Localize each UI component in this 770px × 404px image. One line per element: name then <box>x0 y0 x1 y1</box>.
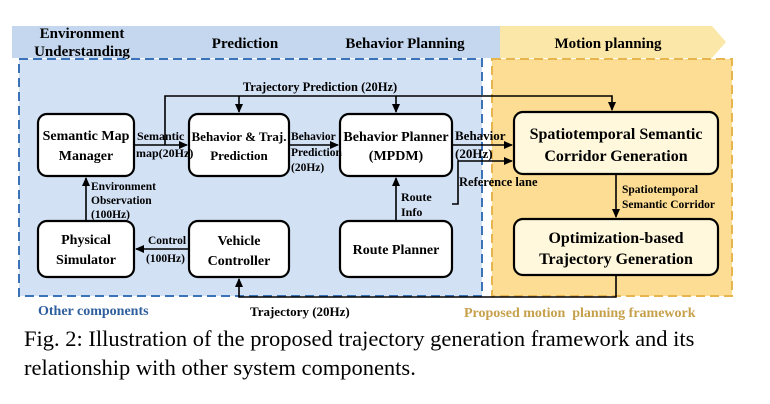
header-behavior-planning: Behavior Planning <box>345 36 465 52</box>
block-route-planner: Route Planner <box>338 219 454 279</box>
framework-label: Proposed motion planning framework <box>464 306 696 321</box>
label-trajectory: Trajectory (20Hz) <box>250 304 350 319</box>
vehicle-controller-line1: Vehicle <box>217 234 260 249</box>
block-optimization: Optimization-based Trajectory Generation <box>512 217 720 277</box>
block-vehicle-controller: Vehicle Controller <box>187 219 291 279</box>
label-semantic-line1: Semantic <box>137 129 185 143</box>
arrow-trajectory <box>235 275 617 298</box>
label-behavior-prediction-line2: Prediction <box>291 147 342 159</box>
label-semantic-line2: map(20Hz) <box>136 146 193 160</box>
vehicle-controller-line2: Controller <box>208 254 271 269</box>
behavior-planner-line1: Behavior Planner <box>343 130 448 145</box>
block-behavior-planner: Behavior Planner (MPDM) <box>338 112 454 178</box>
arrow-trajectory-prediction <box>164 95 616 145</box>
label-behavior-prediction-line3: (20Hz) <box>291 162 324 174</box>
label-route-info-line2: Info <box>401 205 422 219</box>
header-blue-band <box>12 26 500 58</box>
figure-caption: Fig. 2: Illustration of the proposed tra… <box>24 326 695 380</box>
label-corridor-line1: Spatiotemporal <box>622 184 698 196</box>
behavior-prediction-line1: Behavior & Traj. <box>192 129 287 144</box>
corridor-generation-line2: Corridor Generation <box>544 148 687 165</box>
optimization-line2: Trajectory Generation <box>539 251 693 268</box>
header-yellow-arrow <box>500 26 726 58</box>
route-planner-label: Route Planner <box>353 243 440 258</box>
label-behavior-prediction-line1: Behavior <box>291 131 336 143</box>
behavior-prediction-line2: Prediction <box>210 148 268 163</box>
label-environment-line1: Environment <box>91 181 156 193</box>
corridor-generation-line1: Spatiotemporal Semantic <box>530 126 703 143</box>
block-physical-simulator: Physical Simulator <box>36 219 136 279</box>
header-band: Environment Understanding Prediction Beh… <box>12 26 726 60</box>
physical-simulator-line1: Physical <box>61 233 111 248</box>
label-environment-line3: (100Hz) <box>91 209 130 221</box>
label-environment-line2: Observation <box>91 195 152 207</box>
header-prediction: Prediction <box>212 36 279 52</box>
header-env-line1: Environment <box>40 26 125 42</box>
other-components-label: Other components <box>38 304 149 319</box>
semantic-map-manager-line1: Semantic Map <box>43 129 130 144</box>
block-semantic-map-manager: Semantic Map Manager <box>36 112 136 178</box>
header-env-line2: Understanding <box>34 44 130 60</box>
label-reference-lane: Reference lane <box>459 175 538 189</box>
semantic-map-manager-line2: Manager <box>59 149 113 164</box>
label-corridor-line2: Semantic Corridor <box>622 199 715 211</box>
label-behavior-line2: (20Hz) <box>455 146 493 161</box>
label-behavior-line1: Behavior <box>455 128 506 143</box>
block-corridor-generation: Spatiotemporal Semantic Corridor Generat… <box>512 110 720 176</box>
behavior-planner-line2: (MPDM) <box>369 149 424 164</box>
optimization-line1: Optimization-based <box>548 230 683 247</box>
label-trajectory-prediction: Trajectory Prediction (20Hz) <box>243 80 397 94</box>
block-behavior-prediction: Behavior & Traj. Prediction <box>187 112 291 178</box>
arrow-reference-lane <box>452 157 513 205</box>
label-route-info-line1: Route <box>401 190 432 204</box>
physical-simulator-line2: Simulator <box>56 253 116 268</box>
label-control-line1: Control <box>148 235 186 247</box>
label-control-line2: (100Hz) <box>146 253 185 265</box>
header-motion-planning: Motion planning <box>554 36 662 52</box>
